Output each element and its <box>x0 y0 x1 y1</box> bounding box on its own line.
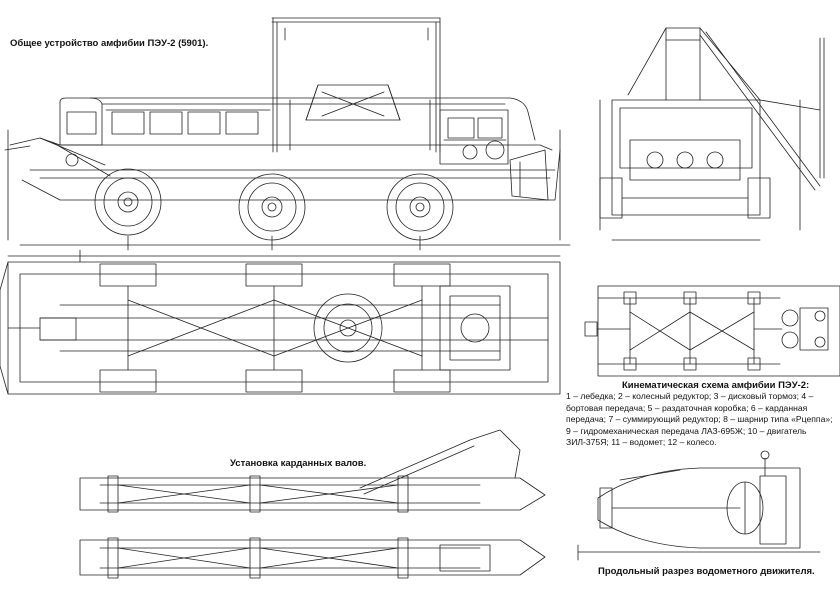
driveshaft-view-drawing <box>80 430 545 578</box>
driveshaft-title: Установка карданных валов. <box>230 458 367 469</box>
front-view-drawing <box>600 28 824 240</box>
legend-text: 1 – лебедка; 2 – колесный редуктор; 3 – … <box>566 391 833 447</box>
plan-view-drawing <box>0 256 560 394</box>
kinematic-scheme-drawing <box>585 286 840 376</box>
kinematic-legend: 1 – лебедка; 2 – колесный редуктор; 3 – … <box>566 391 836 449</box>
waterjet-section-drawing <box>578 451 820 560</box>
waterjet-title: Продольный разрез водометного движителя. <box>598 566 815 577</box>
side-view-drawing <box>5 18 570 262</box>
general-arrangement-title: Общее устройство амфибии ПЭУ-2 (5901). <box>10 38 209 49</box>
kinematic-scheme-title: Кинематическая схема амфибии ПЭУ-2: <box>622 380 810 391</box>
